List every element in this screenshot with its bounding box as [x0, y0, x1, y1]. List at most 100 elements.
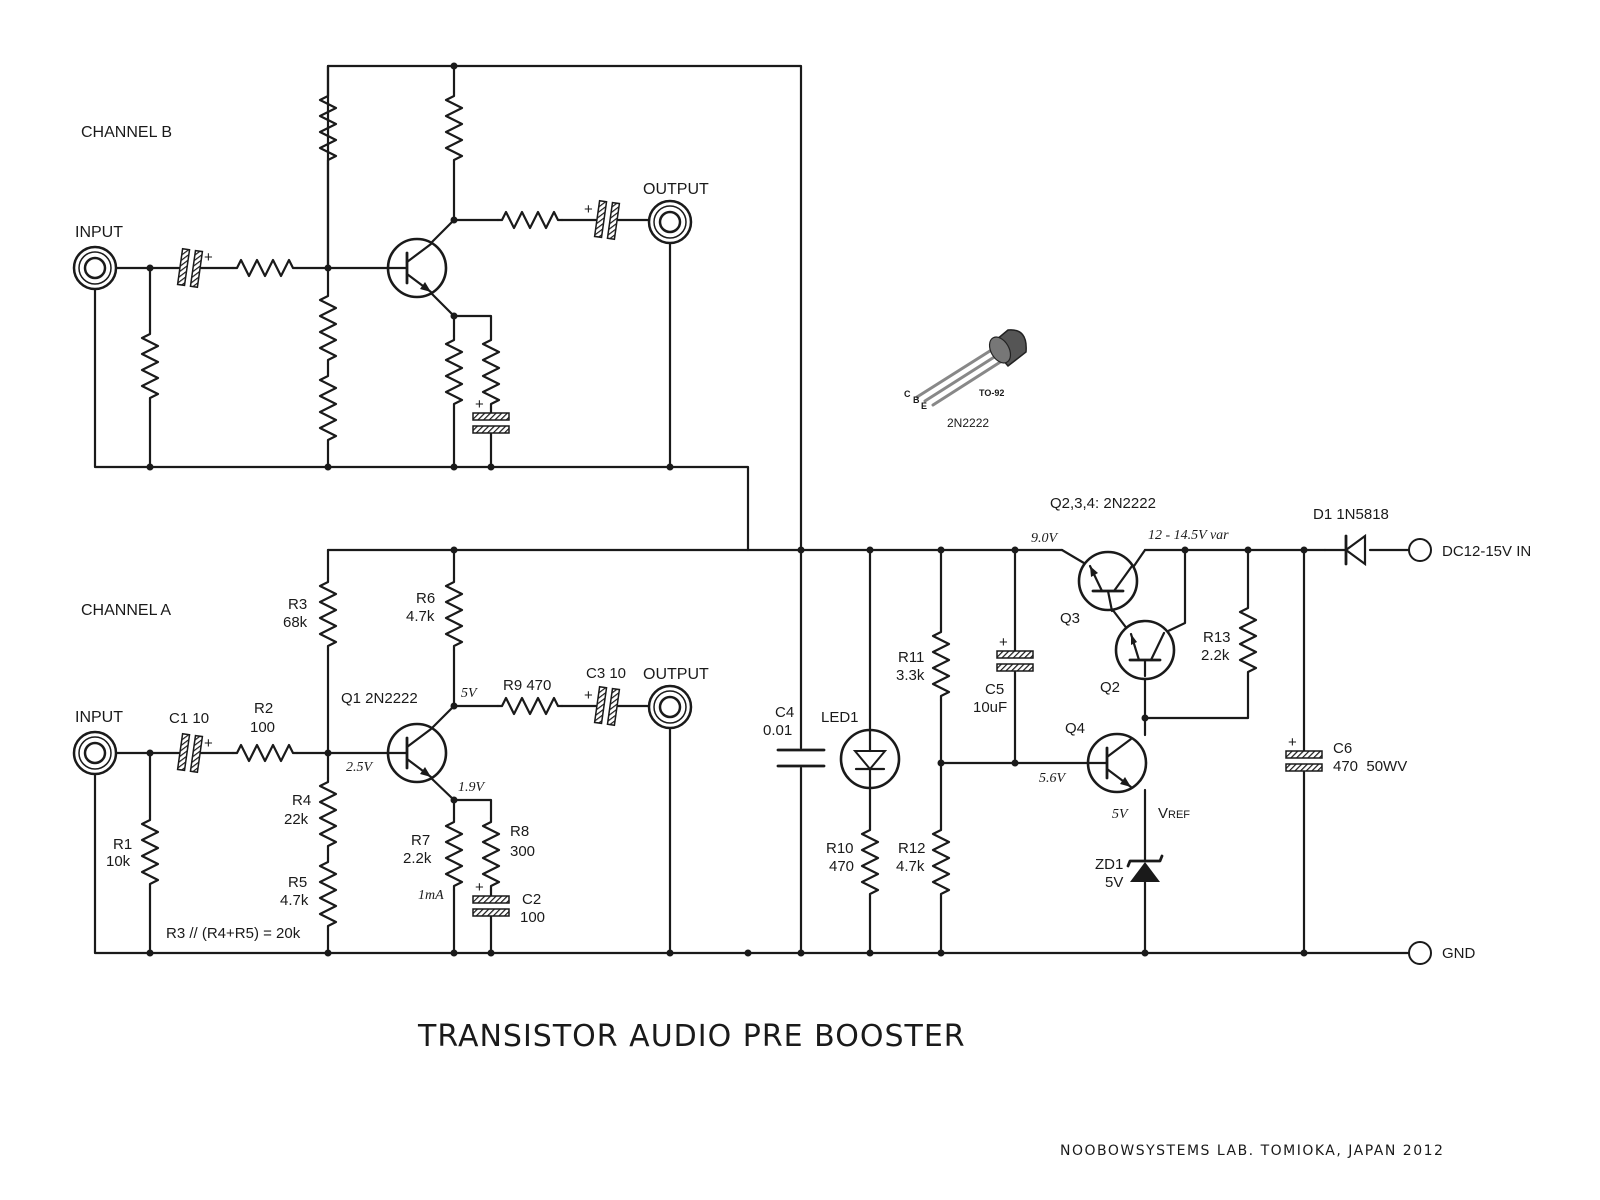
- r12-resistor: [931, 824, 951, 900]
- power-supply: C4 0.01 LED1 R10 470 R11 3.3k R12 4.7k C…: [763, 495, 1531, 965]
- zd1-value: 5V: [1105, 874, 1123, 891]
- d1-label: D1 1N5818: [1313, 506, 1389, 523]
- r11-value: 3.3k: [896, 667, 925, 684]
- channel-a-input-capacitor: [176, 733, 204, 773]
- channel-a: CHANNEL A INPUT OUTPUT: [72, 546, 1411, 957]
- r6-name: R6: [416, 590, 435, 607]
- q1-base-voltage: 2.5V: [346, 760, 374, 775]
- r11-resistor: [931, 626, 951, 702]
- channel-b-input-cap-plus: +: [204, 249, 213, 266]
- c5-name: C5: [985, 681, 1004, 698]
- channel-b-shunt-resistor: [140, 328, 160, 404]
- channel-b-output-capacitor: [593, 200, 621, 240]
- r8-name: R8: [510, 823, 529, 840]
- r5-value: 4.7k: [280, 892, 309, 909]
- channel-b-output-label: OUTPUT: [643, 181, 709, 198]
- r3-value: 68k: [283, 614, 308, 631]
- part-label: 2N2222: [947, 416, 989, 430]
- q2-label: Q2: [1100, 679, 1120, 696]
- to92-package-illustration: C B E TO-92 2N2222: [904, 329, 1027, 430]
- emitter-current: 1mA: [418, 888, 444, 903]
- r3-name: R3: [288, 596, 307, 613]
- q1-label: Q1 2N2222: [341, 690, 418, 707]
- channel-a-shunt-resistor: [140, 814, 160, 890]
- channel-b-input-resistor: [231, 258, 299, 278]
- dc-in-label: DC12-15V IN: [1442, 543, 1531, 560]
- q3-label: Q3: [1060, 610, 1080, 627]
- pin-e-label: E: [921, 401, 927, 411]
- channel-b-collector-resistor: [444, 90, 464, 166]
- gnd-terminal[interactable]: [1408, 941, 1432, 965]
- q4-emitter-voltage: 5V: [1112, 807, 1129, 822]
- r13-name: R13: [1203, 629, 1231, 646]
- c2-name: C2: [522, 891, 541, 908]
- c6-name: C6: [1333, 740, 1352, 757]
- r10-value: 470: [829, 858, 854, 875]
- channel-b-output-cap-plus: +: [584, 201, 593, 218]
- channel-a-label: CHANNEL A: [81, 602, 171, 619]
- d1-diode: [1323, 533, 1367, 567]
- channel-a-transistor: [385, 722, 448, 784]
- channel-b-bias-lower-resistor-1: [318, 290, 338, 366]
- pin-b-label: B: [913, 395, 920, 405]
- r13-value: 2.2k: [1201, 647, 1230, 664]
- c1-label: C1 10: [169, 710, 209, 727]
- c4-value: 0.01: [763, 722, 792, 739]
- channel-a-output-jack: [647, 684, 693, 730]
- credit-line: NOOBOWSYSTEMS LAB. TOMIOKA, JAPAN 2012: [1060, 1143, 1444, 1159]
- r5-name: R5: [288, 874, 307, 891]
- channel-b-wires: [93, 64, 803, 552]
- transistors-note: Q2,3,4: 2N2222: [1050, 495, 1156, 512]
- r4-name: R4: [292, 792, 311, 809]
- q3-collector-voltage: 9.0V: [1031, 531, 1059, 546]
- channel-a-output-capacitor: [593, 686, 621, 726]
- q1-emitter-voltage: 1.9V: [458, 780, 486, 795]
- package-label: TO-92: [979, 388, 1004, 398]
- r8-value: 300: [510, 843, 535, 860]
- channel-a-emitter-resistor: [444, 816, 464, 892]
- channel-a-output-cap-plus: +: [584, 687, 593, 704]
- c5-value: 10uF: [973, 699, 1007, 716]
- channel-b-transistor: [385, 237, 448, 299]
- channel-a-emitter-capacitor: [472, 878, 510, 917]
- channel-b-input-jack: [72, 245, 118, 291]
- q4-transistor: [1085, 732, 1148, 794]
- r12-name: R12: [898, 840, 926, 857]
- gnd-label: GND: [1442, 945, 1476, 962]
- c4-name: C4: [775, 704, 794, 721]
- q3-transistor: [1077, 550, 1139, 613]
- q4-label: Q4: [1065, 720, 1085, 737]
- power-supply-dots: [797, 546, 1308, 957]
- vref-label: VREF: [1158, 805, 1190, 822]
- channel-a-dots: [146, 546, 752, 957]
- pin-c-label: C: [904, 389, 911, 399]
- r10-name: R10: [826, 840, 854, 857]
- channel-b-input-label: INPUT: [75, 224, 123, 241]
- r13-resistor: [1238, 602, 1258, 678]
- channel-b-emitter-resistor: [444, 334, 464, 410]
- r6-value: 4.7k: [406, 608, 435, 625]
- zd1-name: ZD1: [1095, 856, 1123, 873]
- channel-a-input-label: INPUT: [75, 709, 123, 726]
- channel-b-emitter-resistor-2: [481, 334, 501, 410]
- channel-a-bias-lower-resistor-1: [318, 776, 338, 852]
- r1-name: R1: [113, 836, 132, 853]
- channel-b-bias-lower-resistor-2: [318, 370, 338, 446]
- bias-note: R3 // (R4+R5) = 20k: [166, 925, 301, 942]
- r2-name: R2: [254, 700, 273, 717]
- channel-a-collector-resistor: [444, 576, 464, 652]
- r1-value: 10k: [106, 853, 131, 870]
- channel-a-input-cap-plus: +: [204, 735, 213, 752]
- channel-a-emitter-resistor-2: [481, 816, 501, 892]
- q4-base-voltage: 5.6V: [1039, 771, 1067, 786]
- led1-label: LED1: [821, 709, 859, 726]
- r9-label: R9 470: [503, 677, 551, 694]
- c6-value: 470 50WV: [1333, 758, 1407, 775]
- r7-name: R7: [411, 832, 430, 849]
- dc-in-terminal[interactable]: [1408, 538, 1432, 562]
- q2-transistor: [1114, 619, 1176, 681]
- q1-collector-voltage: 5V: [461, 686, 478, 701]
- channel-a-input-jack: [72, 730, 118, 776]
- c2-value: 100: [520, 909, 545, 926]
